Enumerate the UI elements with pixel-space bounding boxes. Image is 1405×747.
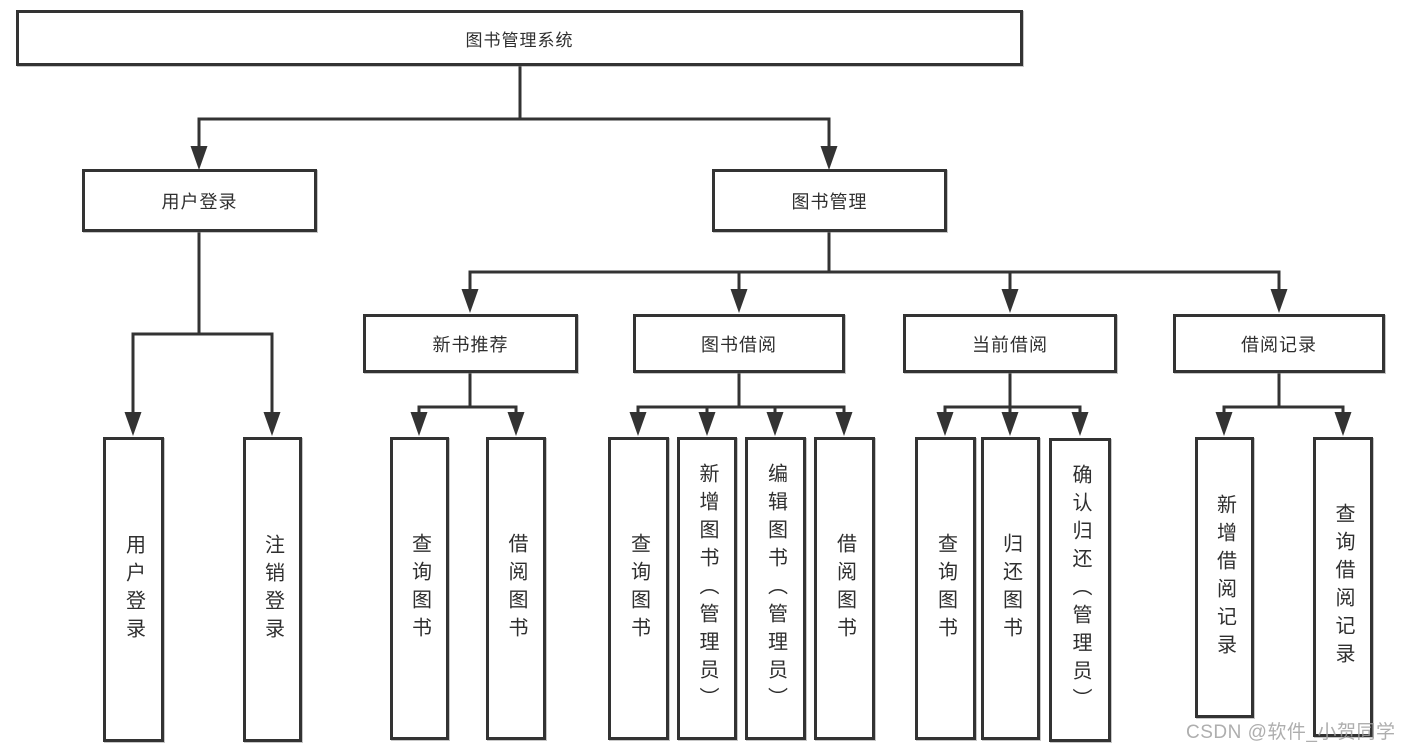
leaf-query-book-3: 查询图书 <box>915 437 976 740</box>
leaf-add-book-admin: 新增图书（管理员） <box>677 437 737 740</box>
node-label: 查询图书 <box>934 532 957 645</box>
node-label: 图书管理系统 <box>465 30 574 50</box>
node-label: 注销登录 <box>261 533 284 646</box>
leaf-return-book: 归还图书 <box>981 437 1040 740</box>
node-book-borrow: 图书借阅 <box>633 314 845 373</box>
node-label: 借阅记录 <box>1241 334 1317 355</box>
node-label: 归还图书 <box>999 532 1022 645</box>
leaf-confirm-return-admin: 确认归还（管理员） <box>1049 438 1111 742</box>
node-label: 用户登录 <box>122 533 145 646</box>
node-label: 用户登录 <box>161 191 238 212</box>
node-label: 新增借阅记录 <box>1213 493 1236 662</box>
node-label: 查询借阅记录 <box>1332 503 1354 671</box>
node-label: 新书推荐 <box>432 334 509 355</box>
node-current-borrow: 当前借阅 <box>903 314 1117 373</box>
leaf-add-borrow-record: 新增借阅记录 <box>1195 437 1254 718</box>
node-book-management: 图书管理 <box>712 169 947 232</box>
leaf-logout: 注销登录 <box>243 437 302 742</box>
leaf-query-book-1: 查询图书 <box>390 437 449 740</box>
arrowheads <box>124 146 1352 436</box>
csdn-watermark: CSDN @软件_小贺同学 <box>1186 722 1396 743</box>
leaf-user-login: 用户登录 <box>103 437 164 742</box>
node-label: 借阅图书 <box>505 532 527 645</box>
node-label: 图书借阅 <box>701 334 777 355</box>
node-label: 借阅图书 <box>833 532 856 645</box>
node-library-system-root: 图书管理系统 <box>16 10 1023 66</box>
node-label: 编辑图书（管理员） <box>764 462 787 715</box>
node-borrow-records: 借阅记录 <box>1173 314 1385 373</box>
node-label: 查询图书 <box>408 532 431 645</box>
leaf-edit-book-admin: 编辑图书（管理员） <box>745 437 806 740</box>
node-label: 图书管理 <box>791 191 868 212</box>
node-new-book-recommend: 新书推荐 <box>363 314 578 373</box>
leaf-borrow-book-1: 借阅图书 <box>486 437 546 740</box>
node-label: 确认归还（管理员） <box>1069 464 1091 716</box>
node-label: 当前借阅 <box>972 334 1048 355</box>
node-label: 新增图书（管理员） <box>696 462 718 715</box>
leaf-borrow-book-2: 借阅图书 <box>814 437 875 740</box>
node-label: 查询图书 <box>627 532 650 645</box>
leaf-query-book-2: 查询图书 <box>608 437 669 740</box>
node-user-login: 用户登录 <box>82 169 317 232</box>
leaf-query-borrow-record: 查询借阅记录 <box>1313 437 1373 737</box>
